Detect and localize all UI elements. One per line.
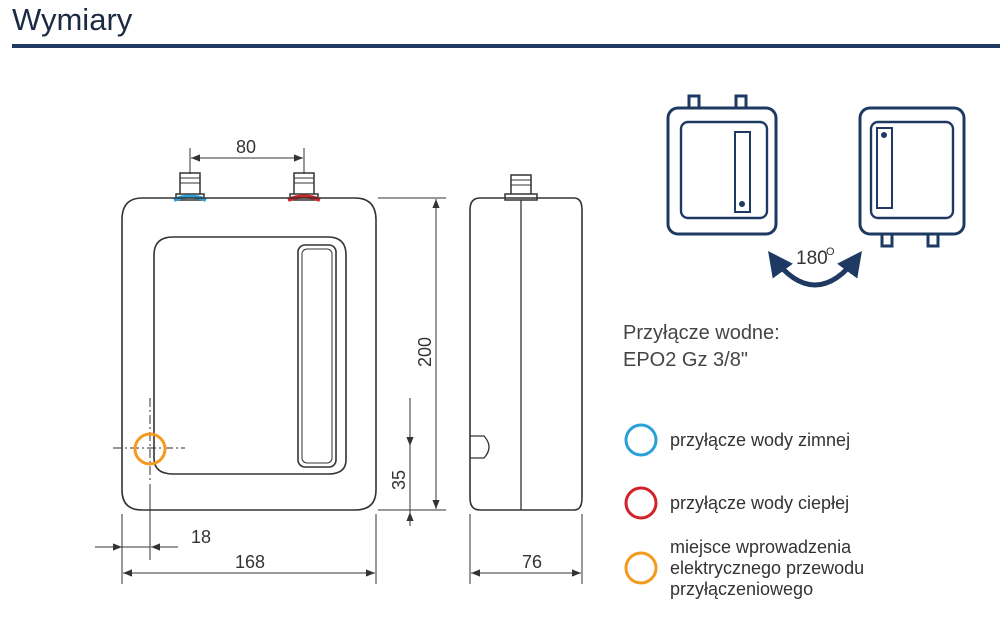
dim-pipe-spacing-label: 80 <box>236 137 256 157</box>
connection-title: Przyłącze wodne: <box>623 322 780 344</box>
legend-cold-water-icon <box>624 423 658 457</box>
dim-side-offset-label: 18 <box>191 527 211 547</box>
legend-cold-water-label: przyłącze wody zimnej <box>670 430 851 450</box>
heater-icon-pipes-down <box>858 106 966 248</box>
title-underline <box>12 44 1000 48</box>
heater-icon-pipes-up <box>666 94 778 236</box>
dim-pipe-spacing <box>189 148 305 174</box>
legend-hot-water-icon <box>624 486 658 520</box>
page-title: Wymiary <box>12 2 133 37</box>
dim-depth <box>469 514 583 584</box>
electric-entry-marker <box>133 432 167 466</box>
rotate-arrow-icon <box>768 250 862 288</box>
rotation-angle-label: 180 <box>796 248 828 269</box>
dim-height-label: 200 <box>415 337 435 367</box>
hot-water-connector <box>287 172 321 202</box>
legend-hot-water-label: przyłącze wody ciepłej <box>670 493 850 513</box>
dim-offset-bottom-label: 35 <box>389 470 409 490</box>
legend-electric-entry-label: miejsce wprowadzenia elektrycznego przew… <box>670 537 865 599</box>
rotation-degree-sign: O <box>826 246 835 258</box>
dim-height <box>378 197 446 511</box>
dim-depth-label: 76 <box>522 552 542 572</box>
connection-info: Przyłącze wodne: EPO2 Gz 3/8" <box>623 320 780 374</box>
front-view <box>113 172 377 511</box>
dim-width-label: 168 <box>235 552 265 572</box>
connection-spec: EPO2 Gz 3/8" <box>623 349 748 371</box>
side-view <box>469 174 583 511</box>
legend-electric-entry-icon <box>624 551 658 585</box>
dim-bottom <box>95 484 377 584</box>
cold-water-connector <box>173 172 207 202</box>
